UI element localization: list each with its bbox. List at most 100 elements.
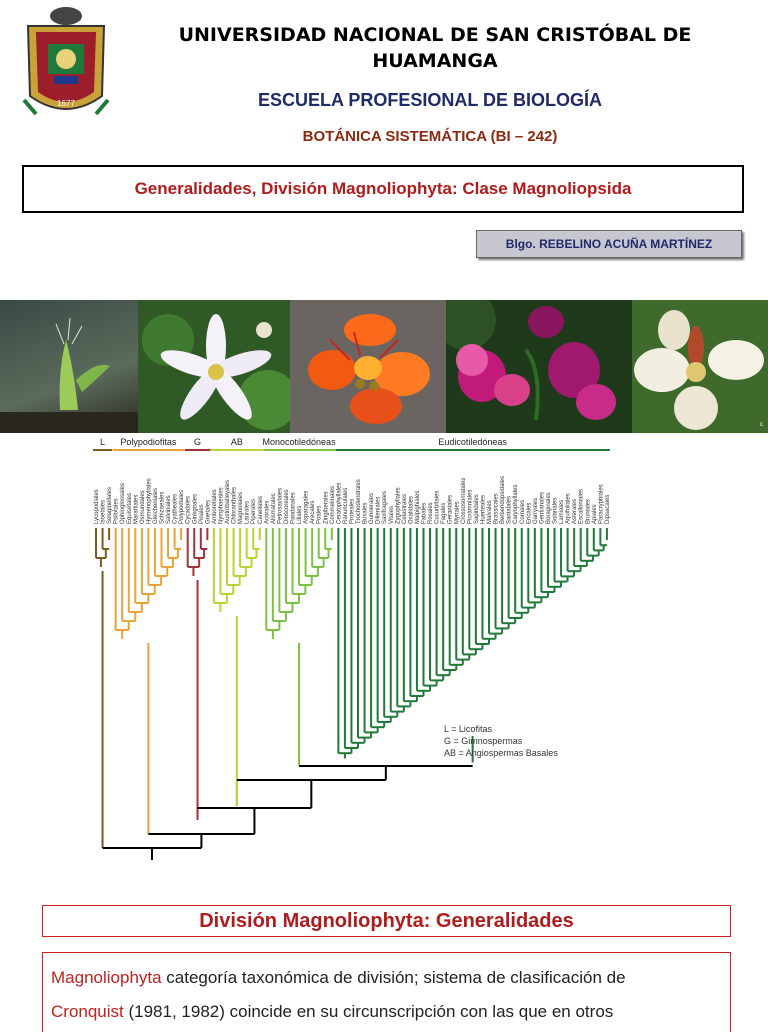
taxon-label: Gunnerales — [369, 493, 375, 524]
taxon-label: Zygophyllales — [395, 487, 401, 524]
taxon-label: Crossosomatales — [461, 478, 467, 524]
taxon-label: Cycadales — [186, 496, 192, 524]
taxon-label: Trochodendrales — [356, 479, 362, 524]
taxon-label: Aquifoliales — [566, 493, 572, 524]
taxon-label: Vitales — [389, 506, 395, 524]
taxon-label: Ginkgoales — [192, 494, 198, 524]
taxon-label: Salviniales — [166, 495, 172, 524]
svg-text:c: c — [760, 422, 763, 428]
taxon-label: Asparagales — [304, 491, 310, 524]
taxon-label: Sapindales — [474, 494, 480, 524]
taxon-label: Dilleniales — [376, 497, 382, 524]
taxon-label: Gentianales — [539, 492, 545, 524]
taxon-label: Proteales — [349, 499, 355, 524]
university-crest: 1677 — [18, 4, 114, 130]
taxon-label: Berberidopsidales — [500, 476, 506, 524]
taxon-label: Hymenophyllales — [146, 478, 152, 524]
taxon-label: Equisetales — [127, 493, 133, 524]
taxon-label: Acorales — [264, 501, 270, 524]
taxon-label: Boraginales — [546, 492, 552, 524]
taxon-label: Magnoliales — [238, 492, 244, 524]
taxon-label: Apiales — [592, 504, 598, 524]
clade-label-5: Eudicotiledóneas — [438, 437, 507, 447]
paragraph-line-1: Magnoliophyta categoría taxonómica de di… — [51, 961, 722, 995]
term-cronquist: Cronquist — [51, 1002, 124, 1021]
taxon-label: Piperales — [251, 499, 257, 524]
clade-label-2: G — [194, 437, 201, 447]
taxon-label: Asterales — [572, 499, 578, 524]
magnolia-flower-photo: c — [632, 300, 768, 433]
taxon-label: Schizaeales — [160, 492, 166, 524]
taxon-label: Dipsacales — [605, 495, 611, 524]
taxon-label: Brassicales — [494, 493, 500, 524]
taxon-label: Ophioglossales — [120, 483, 126, 524]
slide-title: Generalidades, División Magnoliophyta: C… — [134, 179, 632, 198]
taxon-label: Gnetales — [205, 500, 211, 524]
taxon-label: Santalales — [507, 496, 513, 524]
white-star-flower-photo — [138, 300, 290, 433]
taxon-label: Huerteales — [480, 495, 486, 524]
clade-label-4: Monocotiledóneas — [263, 437, 337, 447]
taxon-label: Rosales — [428, 502, 434, 524]
taxon-label: Escalloniales — [579, 489, 585, 524]
section-title-box: División Magnoliophyta: Generalidades — [42, 905, 731, 937]
taxon-label: Malpighiales — [415, 491, 421, 524]
taxon-label: Lamiales — [559, 500, 565, 524]
taxon-label: Buxales — [363, 503, 369, 524]
taxon-label: Pinales — [199, 504, 205, 524]
course-name: BOTÁNICA SISTEMÁTICA (BI – 242) — [302, 128, 558, 145]
orange-flower-photo — [290, 300, 446, 433]
taxon-label: Commelinales — [330, 486, 336, 524]
legend-item: AB = Angiospermas Basales — [444, 748, 558, 758]
author-name: Blgo. REBELINO ACUÑA MARTÍNEZ — [505, 237, 713, 251]
cactus-seedling-photo — [0, 300, 138, 433]
section-title: División Magnoliophyta: Generalidades — [199, 909, 574, 932]
slide-title-box: Generalidades, División Magnoliophyta: C… — [22, 165, 744, 213]
taxon-label: Amborellales — [212, 489, 218, 524]
taxon-label: Geraniales — [448, 495, 454, 524]
taxon-label: Liliales — [297, 506, 303, 524]
purple-pea-flower-photo — [446, 300, 632, 433]
taxon-label: Cyatheales — [173, 494, 179, 524]
taxon-label: Selaginellales — [107, 487, 113, 524]
taxon-label: Myrtales — [454, 501, 460, 524]
taxon-label: Marattiales — [133, 495, 139, 524]
taxon-label: Saxifragales — [382, 491, 388, 524]
school-name: ESCUELA PROFESIONAL DE BIOLOGÍA — [257, 90, 603, 110]
taxon-label: Fabales — [422, 503, 428, 524]
taxon-label: Canellales — [258, 496, 264, 524]
taxon-label: Arecales — [310, 501, 316, 524]
taxon-label: Zingiberales — [323, 491, 329, 524]
line2-text: (1981, 1982) coincide en su circunscripc… — [123, 1002, 614, 1021]
taxon-label: Ranunculales — [343, 488, 349, 524]
taxon-label: Dioscoreales — [284, 489, 290, 524]
taxon-label: Ceratophyllales — [336, 483, 342, 524]
author-box: Blgo. REBELINO ACUÑA MARTÍNEZ — [476, 230, 742, 258]
legend-item: L = Licofitas — [444, 724, 492, 734]
taxon-label: Alismatales — [271, 493, 277, 524]
taxon-label: Psilotales — [114, 498, 120, 524]
taxon-label: Osmundales — [140, 490, 146, 524]
paragraph-line-2: Cronquist (1981, 1982) coincide en su ci… — [51, 995, 722, 1029]
taxon-label: Fagales — [441, 503, 447, 524]
taxon-label: Pandanales — [291, 492, 297, 524]
clade-label-1: Polypodiofitas — [120, 437, 177, 447]
taxon-label: Poales — [317, 506, 323, 524]
section-body: Magnoliophyta categoría taxonómica de di… — [42, 952, 731, 1032]
legend-item: G = Gimnospermas — [444, 736, 523, 746]
taxon-label: Garryales — [533, 498, 539, 524]
taxon-label: Caryophyllales — [513, 485, 519, 524]
taxon-label: Ericales — [526, 503, 532, 524]
taxon-label: Picramniales — [467, 490, 473, 524]
taxon-label: Isoetales — [101, 500, 107, 524]
clade-label-3: AB — [231, 437, 243, 447]
taxon-label: Bruniales — [585, 499, 591, 524]
taxon-label: Lycopodiales — [94, 489, 100, 524]
taxon-label: Oxalidales — [408, 496, 414, 524]
taxon-label: Paracryphiales — [598, 484, 604, 524]
taxon-label: Chloranthales — [232, 487, 238, 524]
taxon-label: Malvales — [487, 500, 493, 524]
taxon-label: Nymphaeales — [218, 487, 224, 524]
